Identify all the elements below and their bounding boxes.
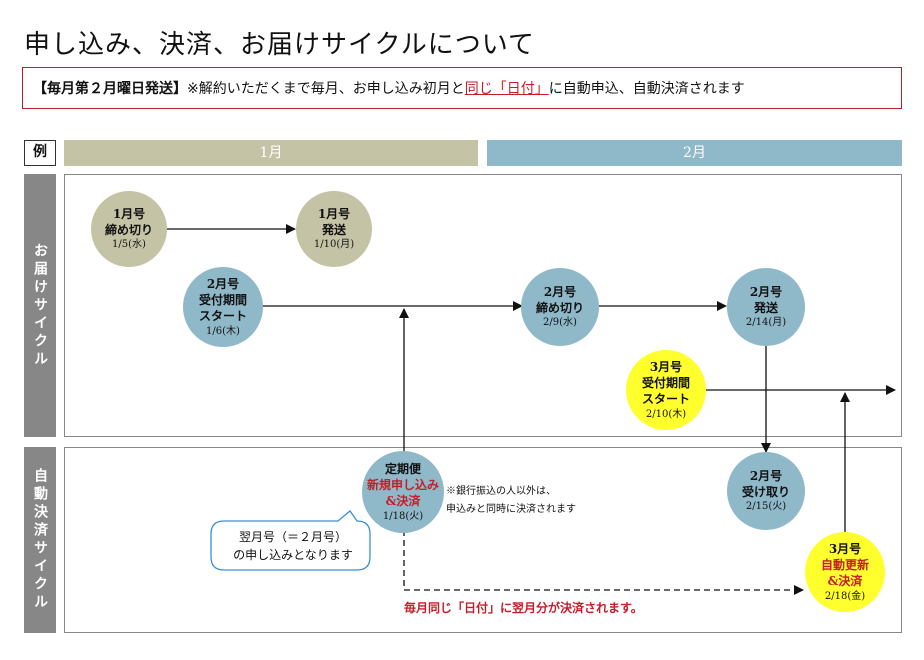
example-label: 例 [24, 140, 56, 166]
node-regular-l3: &決済 [385, 494, 421, 509]
node-jan-deadline-date: 1/5(水) [112, 239, 146, 251]
node-mar-renew-l2: 自動更新 [820, 558, 869, 573]
payment-panel [64, 447, 902, 633]
notice-bold: 【毎月第２月曜日発送】 [33, 81, 187, 97]
node-mar-start-l3: スタート [641, 392, 690, 407]
node-feb-receive-date: 2/15(火) [745, 501, 787, 513]
node-mar-start: 3月号 受付期間 スタート 2/10(木) [626, 350, 706, 430]
node-feb-ship-l2: 発送 [753, 301, 778, 316]
bubble-text: 翌月号（＝２月号） の申し込みとなります [212, 528, 374, 564]
node-feb-start-date: 1/6(木) [206, 325, 240, 337]
node-feb-deadline-l2: 締め切り [535, 301, 584, 316]
node-feb-receive-l1: 2月号 [749, 469, 783, 484]
node-mar-renew: 3月号 自動更新 &決済 2/18(金) [805, 532, 885, 612]
row-label-payment-text: 自動決済サイクル [32, 468, 48, 612]
bubble-line1: 翌月号（＝２月号） [238, 530, 347, 544]
bank-transfer-note: ※銀行振込の人以外は、 申込みと同時に決済されます [446, 483, 576, 519]
row-label-payment: 自動決済サイクル [24, 447, 56, 633]
node-feb-ship-l1: 2月号 [749, 285, 783, 300]
node-mar-start-l2: 受付期間 [641, 376, 690, 391]
monthly-payment-note: 毎月同じ「日付」に翌月分が決済されます。 [404, 601, 643, 615]
bank-note-line2: 申込みと同時に決済されます [446, 504, 576, 515]
node-mar-start-date: 2/10(木) [645, 408, 687, 420]
node-feb-start-l2: 受付期間 [198, 293, 247, 308]
page-title: 申し込み、決済、お届けサイクルについて [24, 30, 535, 60]
node-jan-deadline-l2: 締め切り [104, 223, 153, 238]
node-feb-deadline-l1: 2月号 [543, 285, 577, 300]
node-feb-receive-l2: 受け取り [741, 485, 790, 500]
node-regular-l1: 定期便 [384, 461, 421, 476]
bank-note-line1: ※銀行振込の人以外は、 [446, 486, 556, 497]
node-jan-deadline-l1: 1月号 [112, 207, 146, 222]
node-jan-ship-l1: 1月号 [317, 207, 351, 222]
node-feb-deadline-date: 2/9(水) [543, 317, 577, 329]
node-mar-renew-l1: 3月号 [828, 541, 862, 556]
notice-highlight: 同じ「日付」 [464, 81, 549, 97]
node-feb-deadline: 2月号 締め切り 2/9(水) [521, 268, 599, 346]
node-mar-start-l1: 3月号 [649, 359, 683, 374]
node-feb-ship: 2月号 発送 2/14(月) [727, 268, 805, 346]
month-bar-january: 1月 [64, 140, 478, 166]
node-regular-apply: 定期便 新規申し込み &決済 1/18(火) [362, 451, 444, 533]
month-bar-february: 2月 [487, 140, 902, 166]
node-feb-start-l1: 2月号 [206, 276, 240, 291]
row-label-delivery: お届けサイクル [24, 174, 56, 437]
arrow-dashed-payment [403, 530, 804, 595]
node-jan-ship-l2: 発送 [321, 223, 346, 238]
node-regular-date: 1/18(火) [382, 510, 424, 522]
row-label-delivery-text: お届けサイクル [32, 242, 48, 369]
node-jan-deadline: 1月号 締め切り 1/5(水) [91, 191, 167, 267]
notice-text-after: に自動申込、自動決済されます [548, 81, 745, 97]
node-regular-l2: 新規申し込み [366, 478, 439, 493]
bubble-line2: の申し込みとなります [233, 548, 353, 562]
node-feb-receive: 2月号 受け取り 2/15(火) [727, 452, 805, 530]
node-feb-ship-date: 2/14(月) [745, 317, 787, 329]
notice-text-before: ※解約いただくまで毎月、お申し込み初月と [187, 81, 465, 97]
node-mar-renew-date: 2/18(金) [824, 590, 866, 602]
notice-box: 【毎月第２月曜日発送】 ※解約いただくまで毎月、お申し込み初月と 同じ「日付」 … [22, 67, 902, 109]
node-mar-renew-l3: &決済 [827, 574, 863, 589]
node-feb-start: 2月号 受付期間 スタート 1/6(木) [183, 267, 263, 347]
node-feb-start-l3: スタート [198, 309, 247, 324]
node-jan-ship: 1月号 発送 1/10(月) [296, 191, 372, 267]
delivery-panel [64, 174, 902, 437]
speech-bubble [210, 510, 371, 571]
node-jan-ship-date: 1/10(月) [313, 239, 355, 251]
